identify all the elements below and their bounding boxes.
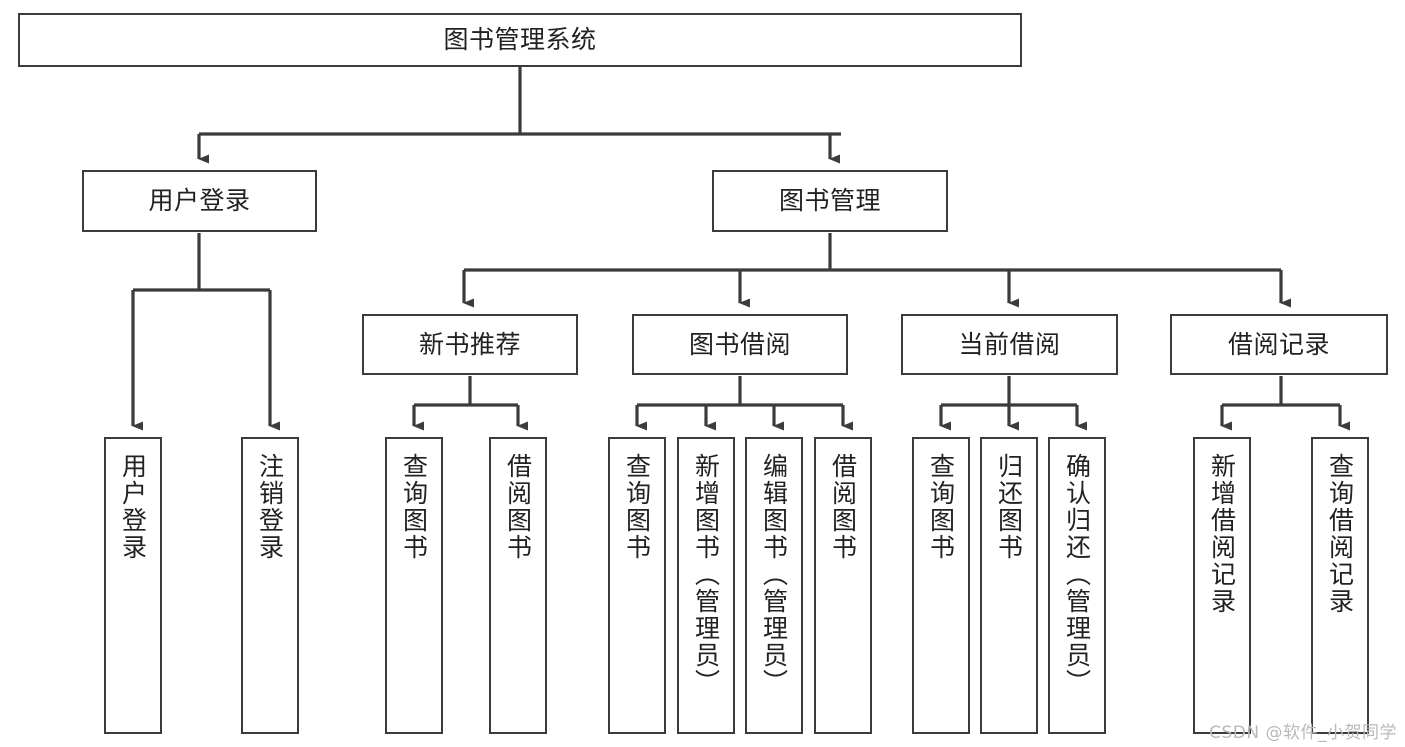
node-leaf-logout-login[interactable]: 注销登录 <box>241 437 299 734</box>
node-leaf-return-book[interactable]: 归还图书 <box>980 437 1038 734</box>
node-leaf-query-book-3[interactable]: 查询图书 <box>912 437 970 734</box>
node-leaf-return-book-label: 归还图书 <box>994 453 1024 561</box>
node-leaf-add-record-label: 新增借阅记录 <box>1207 453 1237 615</box>
node-leaf-borrow-book-1[interactable]: 借阅图书 <box>489 437 547 734</box>
node-leaf-query-book-1[interactable]: 查询图书 <box>385 437 443 734</box>
node-leaf-edit-book-label: 编辑图书（管理员） <box>759 453 789 696</box>
node-leaf-query-record[interactable]: 查询借阅记录 <box>1311 437 1369 734</box>
node-book-borrow-label: 图书借阅 <box>688 329 791 359</box>
node-leaf-query-book-3-label: 查询图书 <box>926 453 956 561</box>
node-leaf-borrow-book-1-label: 借阅图书 <box>503 453 533 561</box>
node-book-borrow[interactable]: 图书借阅 <box>632 314 848 375</box>
node-user-login-label: 用户登录 <box>148 186 251 215</box>
node-leaf-logout-login-label: 注销登录 <box>255 453 285 561</box>
node-leaf-user-login-label: 用户登录 <box>118 453 148 561</box>
node-new-book-recommend-label: 新书推荐 <box>418 329 521 359</box>
node-leaf-edit-book[interactable]: 编辑图书（管理员） <box>745 437 803 734</box>
node-leaf-user-login[interactable]: 用户登录 <box>104 437 162 734</box>
node-borrow-record-label: 借阅记录 <box>1227 329 1330 359</box>
node-user-login[interactable]: 用户登录 <box>82 170 317 232</box>
node-current-borrow[interactable]: 当前借阅 <box>901 314 1118 375</box>
node-leaf-add-book-label: 新增图书（管理员） <box>691 453 721 696</box>
node-leaf-query-book-2[interactable]: 查询图书 <box>608 437 666 734</box>
node-leaf-confirm-return[interactable]: 确认归还（管理员） <box>1048 437 1106 734</box>
node-book-manage-label: 图书管理 <box>778 186 881 215</box>
node-new-book-recommend[interactable]: 新书推荐 <box>362 314 578 375</box>
node-leaf-add-record[interactable]: 新增借阅记录 <box>1193 437 1251 734</box>
node-borrow-record[interactable]: 借阅记录 <box>1170 314 1388 375</box>
watermark: CSDN @软件_小贺同学 <box>1209 723 1397 743</box>
node-leaf-add-book[interactable]: 新增图书（管理员） <box>677 437 735 734</box>
node-leaf-query-book-2-label: 查询图书 <box>622 453 652 561</box>
node-current-borrow-label: 当前借阅 <box>958 329 1061 359</box>
node-root-system-label: 图书管理系统 <box>443 25 597 54</box>
node-book-manage[interactable]: 图书管理 <box>712 170 948 232</box>
node-leaf-borrow-book-2-label: 借阅图书 <box>828 453 858 561</box>
node-leaf-borrow-book-2[interactable]: 借阅图书 <box>814 437 872 734</box>
node-leaf-confirm-return-label: 确认归还（管理员） <box>1062 453 1092 696</box>
node-root-system[interactable]: 图书管理系统 <box>18 13 1022 67</box>
node-leaf-query-record-label: 查询借阅记录 <box>1325 453 1355 615</box>
node-leaf-query-book-1-label: 查询图书 <box>399 453 429 561</box>
